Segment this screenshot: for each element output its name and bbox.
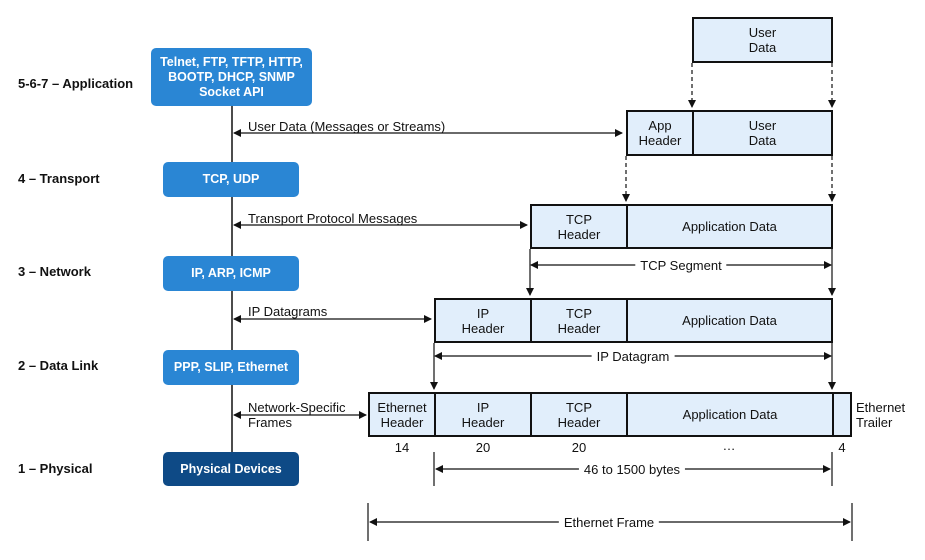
size-tcp-header: 20 (571, 440, 587, 455)
size-ethernet-header: 14 (394, 440, 410, 455)
size-trailer: 4 (838, 440, 846, 455)
tcp-header-box: TCP Header (530, 298, 628, 343)
layer-label-data-link: 2 – Data Link (18, 358, 99, 373)
ethernet-header-box: Ethernet Header (368, 392, 436, 437)
message-label-transport: Transport Protocol Messages (248, 211, 418, 226)
ethernet-frame-label: Ethernet Frame (558, 515, 660, 530)
application-data-box: Application Data (626, 204, 833, 249)
protocol-box-network: IP, ARP, ICMP (163, 256, 299, 291)
size-ip-header: 20 (475, 440, 491, 455)
layer-label-network: 3 – Network (18, 264, 91, 279)
tcp-header-box: TCP Header (530, 392, 628, 437)
payload-size-label: 46 to 1500 bytes (578, 462, 686, 477)
layer-label-transport: 4 – Transport (18, 171, 100, 186)
tcp-header-box: TCP Header (530, 204, 628, 249)
application-data-box: Application Data (626, 392, 834, 437)
ip-header-box: IP Header (434, 298, 532, 343)
tcp-segment-label: TCP Segment (635, 258, 727, 273)
user-data-box: User Data (692, 17, 833, 63)
ethernet-trailer-box (832, 392, 852, 437)
message-label-data-link: Network-Specific Frames (248, 400, 346, 430)
ip-datagram-label: IP Datagram (591, 349, 675, 364)
ethernet-trailer-label: Ethernet Trailer (856, 400, 906, 430)
app-header-box: App Header (626, 110, 694, 156)
application-data-box: Application Data (626, 298, 833, 343)
protocol-box-transport: TCP, UDP (163, 162, 299, 197)
ip-header-box: IP Header (434, 392, 532, 437)
layer-label-application: 5-6-7 – Application (18, 76, 134, 91)
protocol-box-application: Telnet, FTP, TFTP, HTTP, BOOTP, DHCP, SN… (151, 48, 312, 106)
message-label-network: IP Datagrams (248, 304, 328, 319)
message-label-application: User Data (Messages or Streams) (248, 119, 446, 134)
size-data: … (722, 438, 736, 453)
layer-label-physical: 1 – Physical (18, 461, 93, 476)
protocol-box-physical: Physical Devices (163, 452, 299, 486)
user-data-box: User Data (692, 110, 833, 156)
protocol-box-data-link: PPP, SLIP, Ethernet (163, 350, 299, 385)
